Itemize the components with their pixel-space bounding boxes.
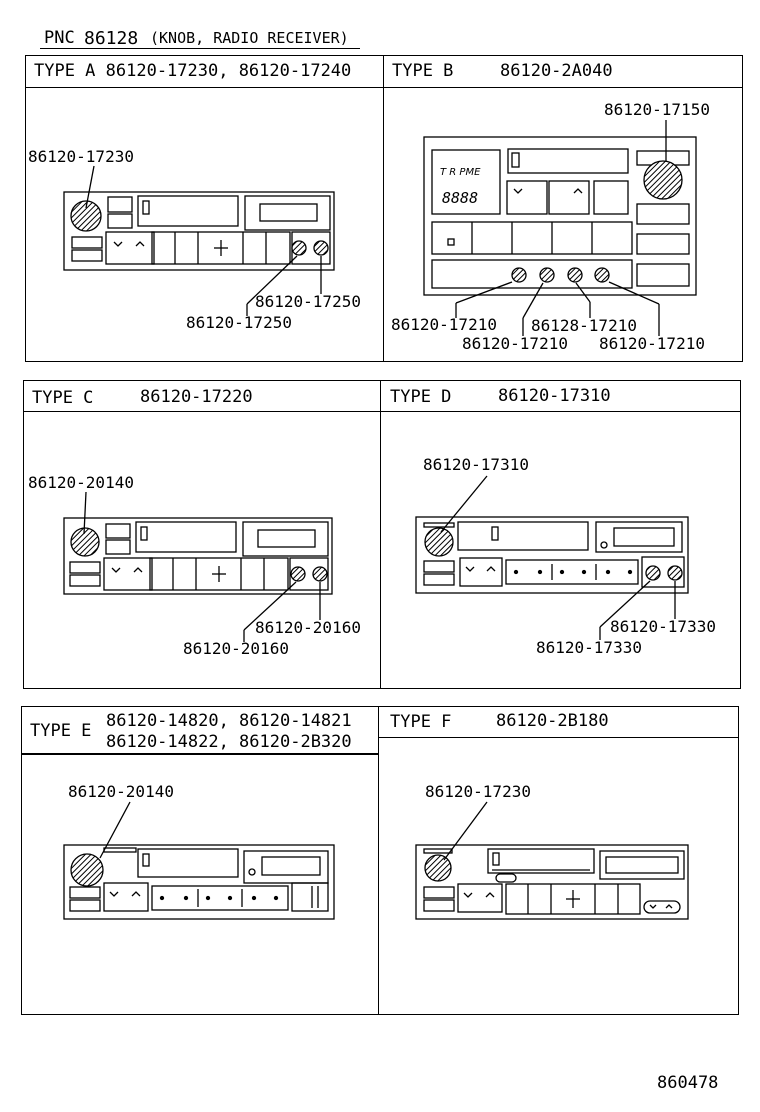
- type-c-label-left-knob: 86120-20160: [183, 639, 289, 658]
- type-b-display-digits: 8888: [442, 189, 478, 207]
- divider-row-3: [378, 706, 379, 1015]
- type-b-display-label: T R PME: [440, 167, 481, 178]
- pnc-description: (KNOB, RADIO RECEIVER): [150, 29, 349, 47]
- type-b-label-knob-2: 86120-17210: [462, 334, 568, 353]
- type-b-label-knob-3: 86128-17210: [531, 316, 637, 335]
- type-f-label-main-knob: 86120-17230: [425, 782, 531, 801]
- type-b-label-main-knob: 86120-17150: [604, 100, 710, 119]
- title-rule-row-1: [25, 87, 743, 88]
- type-d-radio-drawing: [415, 475, 689, 640]
- type-e-number-line-1: 86120-14820, 86120-14821: [106, 711, 352, 731]
- type-a-title: TYPE A 86120-17230, 86120-17240: [34, 61, 352, 81]
- type-c-title: TYPE C: [32, 388, 94, 408]
- type-b-number: 86120-2A040: [500, 61, 613, 81]
- type-e-title: TYPE E: [30, 721, 92, 741]
- type-f-radio-drawing: [415, 801, 689, 920]
- type-d-label-main-knob: 86120-17310: [423, 455, 529, 474]
- type-b-label-knob-4: 86120-17210: [599, 334, 705, 353]
- type-d-number: 86120-17310: [498, 386, 611, 406]
- type-d-label-left-knob: 86120-17330: [536, 638, 642, 657]
- type-a-radio-drawing: [63, 165, 335, 316]
- panel-row-3: [21, 706, 739, 1015]
- type-b-radio-drawing: [423, 120, 697, 336]
- type-c-label-main-knob: 86120-20140: [28, 473, 134, 492]
- type-a-label-right-knob: 86120-17250: [255, 292, 361, 311]
- type-c-number: 86120-17220: [140, 387, 253, 407]
- panel-row-1: [25, 55, 743, 362]
- divider-row-1: [383, 55, 384, 362]
- pnc-label: PNC: [44, 28, 75, 48]
- type-c-label-right-knob: 86120-20160: [255, 618, 361, 637]
- divider-row-2: [380, 380, 381, 689]
- pnc-number: 86128: [84, 28, 139, 49]
- type-d-label-right-knob: 86120-17330: [610, 617, 716, 636]
- type-a-label-left-knob: 86120-17250: [186, 313, 292, 332]
- type-e-radio-drawing: [63, 801, 335, 920]
- title-rule-type-f: [378, 737, 739, 738]
- type-c-radio-drawing: [63, 491, 333, 642]
- type-b-title: TYPE B: [392, 61, 454, 81]
- type-a-label-main-knob: 86120-17230: [28, 147, 134, 166]
- type-b-label-knob-1: 86120-17210: [391, 315, 497, 334]
- type-d-title: TYPE D: [390, 387, 452, 407]
- type-e-number-line-2: 86120-14822, 86120-2B320: [106, 732, 352, 752]
- type-f-number: 86120-2B180: [496, 711, 609, 731]
- diagram-code: 860478: [657, 1073, 719, 1093]
- title-rule-type-e: [21, 753, 379, 755]
- title-rule-row-2: [23, 411, 741, 412]
- type-f-title: TYPE F: [390, 712, 452, 732]
- panel-row-2: [23, 380, 741, 689]
- type-e-label-main-knob: 86120-20140: [68, 782, 174, 801]
- header-underline: [40, 48, 360, 49]
